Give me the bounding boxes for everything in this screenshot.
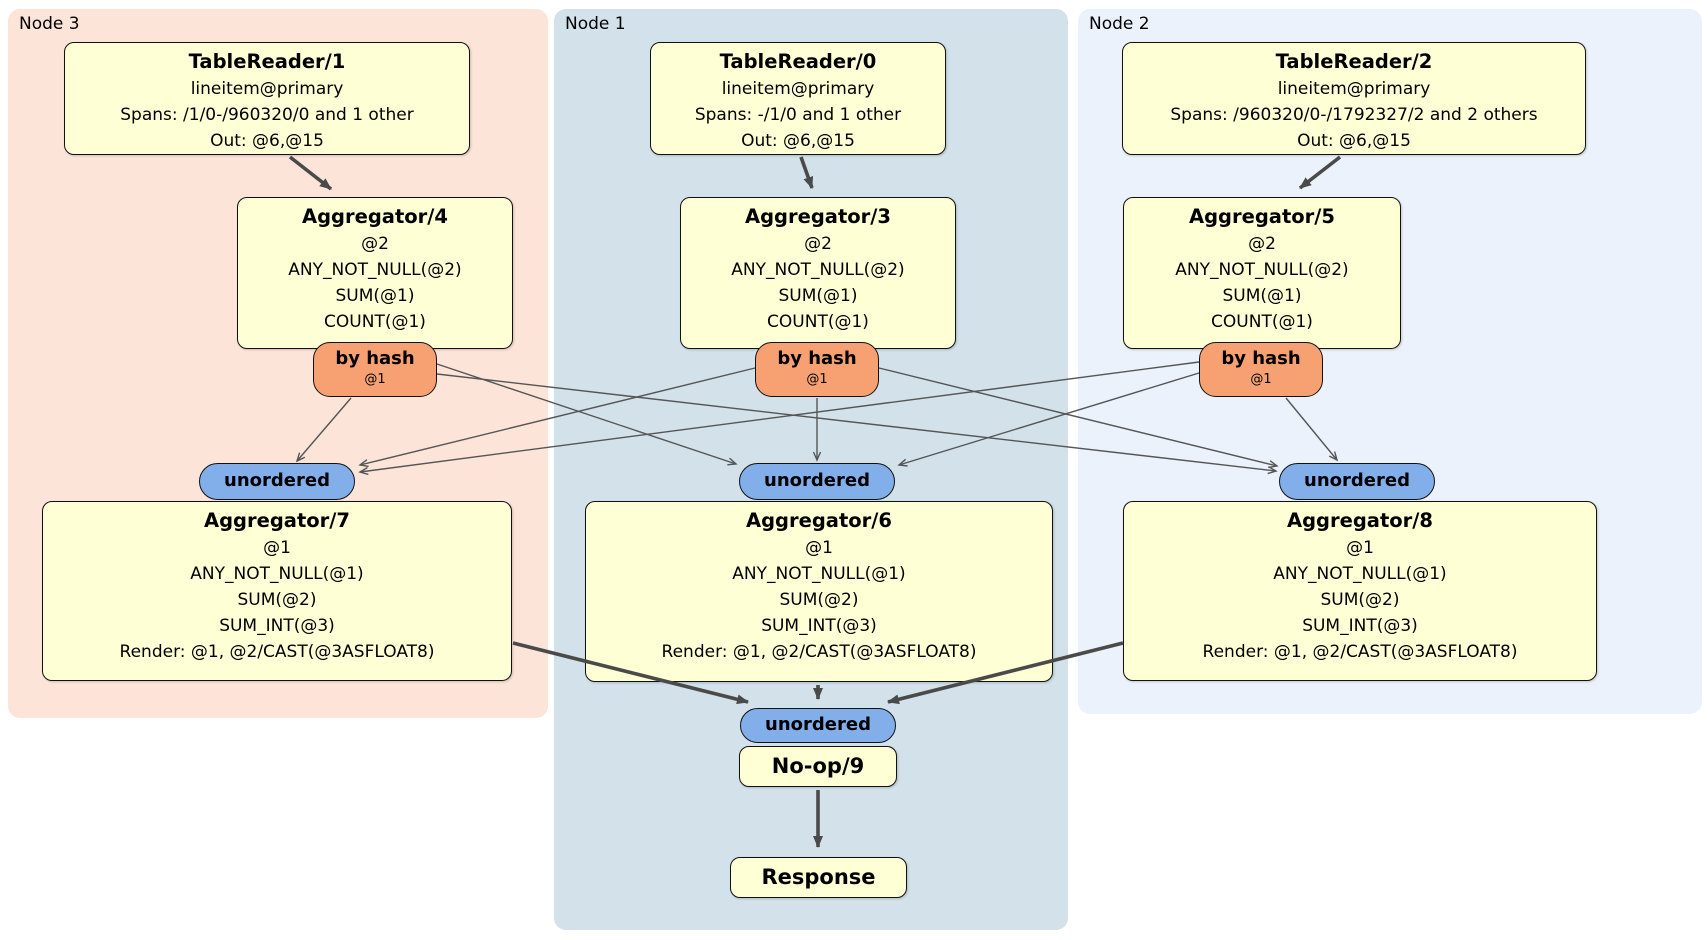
processor-aggregator-6: Aggregator/6 @1 ANY_NOT_NULL(@1) SUM(@2)… <box>585 501 1053 682</box>
processor-detail: lineitem@primary <box>1277 79 1431 99</box>
processor-detail: @1 <box>1346 538 1374 558</box>
processor-title: Aggregator/3 <box>745 205 891 228</box>
processor-title: Aggregator/7 <box>204 509 350 532</box>
processor-aggregator-4: Aggregator/4 @2 ANY_NOT_NULL(@2) SUM(@1)… <box>237 197 513 349</box>
processor-detail: Render: @1, @2/CAST(@3ASFLOAT8) <box>1202 642 1518 662</box>
processor-detail: lineitem@primary <box>190 79 344 99</box>
router-label: by hash <box>777 348 857 369</box>
processor-title: Response <box>761 865 876 889</box>
processor-title: TableReader/2 <box>1275 50 1433 73</box>
sync-unordered-6: unordered <box>739 463 895 500</box>
processor-detail: Spans: -/1/0 and 1 other <box>694 105 902 125</box>
processor-detail: SUM(@2) <box>779 590 859 610</box>
router-hash-column: @1 <box>1250 372 1272 387</box>
processor-detail: COUNT(@1) <box>767 312 869 332</box>
processor-aggregator-3: Aggregator/3 @2 ANY_NOT_NULL(@2) SUM(@1)… <box>680 197 956 349</box>
processor-detail: Spans: /960320/0-/1792327/2 and 2 others <box>1170 105 1538 125</box>
processor-detail: @2 <box>804 234 832 254</box>
processor-aggregator-7: Aggregator/7 @1 ANY_NOT_NULL(@1) SUM(@2)… <box>42 501 512 681</box>
router-label: by hash <box>1221 348 1301 369</box>
router-by-hash-3: by hash @1 <box>755 342 879 397</box>
processor-detail: SUM(@2) <box>237 590 317 610</box>
processor-title: TableReader/0 <box>719 50 877 73</box>
processor-title: Aggregator/4 <box>302 205 448 228</box>
processor-detail: Render: @1, @2/CAST(@3ASFLOAT8) <box>661 642 977 662</box>
processor-detail: ANY_NOT_NULL(@2) <box>288 260 462 280</box>
processor-title: Aggregator/6 <box>746 509 892 532</box>
processor-detail: ANY_NOT_NULL(@2) <box>1175 260 1349 280</box>
processor-detail: ANY_NOT_NULL(@1) <box>1273 564 1447 584</box>
processor-detail: @2 <box>1248 234 1276 254</box>
processor-detail: SUM_INT(@3) <box>219 616 335 636</box>
router-hash-column: @1 <box>806 372 828 387</box>
processor-detail: SUM(@1) <box>335 286 415 306</box>
processor-detail: lineitem@primary <box>721 79 875 99</box>
sync-unordered-7: unordered <box>199 463 355 500</box>
processor-detail: @1 <box>805 538 833 558</box>
sync-unordered-9: unordered <box>740 708 896 743</box>
router-by-hash-4: by hash @1 <box>313 342 437 397</box>
processor-tablereader-0: TableReader/0 lineitem@primary Spans: -/… <box>650 42 946 155</box>
processor-detail: @2 <box>361 234 389 254</box>
processor-detail: SUM(@1) <box>778 286 858 306</box>
region-node1-label: Node 1 <box>565 14 626 34</box>
processor-detail: Out: @6,@15 <box>1297 131 1411 151</box>
processor-aggregator-8: Aggregator/8 @1 ANY_NOT_NULL(@1) SUM(@2)… <box>1123 501 1597 681</box>
processor-aggregator-5: Aggregator/5 @2 ANY_NOT_NULL(@2) SUM(@1)… <box>1123 197 1401 349</box>
region-node3-label: Node 3 <box>19 14 80 34</box>
processor-title: No-op/9 <box>771 754 865 778</box>
processor-tablereader-1: TableReader/1 lineitem@primary Spans: /1… <box>64 42 470 155</box>
processor-noop-9: No-op/9 <box>739 746 897 787</box>
processor-detail: ANY_NOT_NULL(@1) <box>190 564 364 584</box>
processor-detail: Render: @1, @2/CAST(@3ASFLOAT8) <box>119 642 435 662</box>
processor-tablereader-2: TableReader/2 lineitem@primary Spans: /9… <box>1122 42 1586 155</box>
processor-detail: Out: @6,@15 <box>741 131 855 151</box>
processor-detail: COUNT(@1) <box>1211 312 1313 332</box>
router-hash-column: @1 <box>364 372 386 387</box>
region-node2-label: Node 2 <box>1089 14 1150 34</box>
processor-response: Response <box>730 857 907 898</box>
processor-detail: COUNT(@1) <box>324 312 426 332</box>
processor-detail: SUM_INT(@3) <box>1302 616 1418 636</box>
processor-title: Aggregator/5 <box>1189 205 1335 228</box>
processor-detail: ANY_NOT_NULL(@1) <box>732 564 906 584</box>
processor-detail: SUM(@2) <box>1320 590 1400 610</box>
processor-detail: SUM_INT(@3) <box>761 616 877 636</box>
processor-detail: SUM(@1) <box>1222 286 1302 306</box>
processor-detail: @1 <box>263 538 291 558</box>
sync-unordered-8: unordered <box>1279 463 1435 500</box>
processor-detail: Out: @6,@15 <box>210 131 324 151</box>
processor-title: Aggregator/8 <box>1287 509 1433 532</box>
router-by-hash-5: by hash @1 <box>1199 342 1323 397</box>
processor-detail: Spans: /1/0-/960320/0 and 1 other <box>120 105 414 125</box>
processor-title: TableReader/1 <box>188 50 346 73</box>
router-label: by hash <box>335 348 415 369</box>
processor-detail: ANY_NOT_NULL(@2) <box>731 260 905 280</box>
